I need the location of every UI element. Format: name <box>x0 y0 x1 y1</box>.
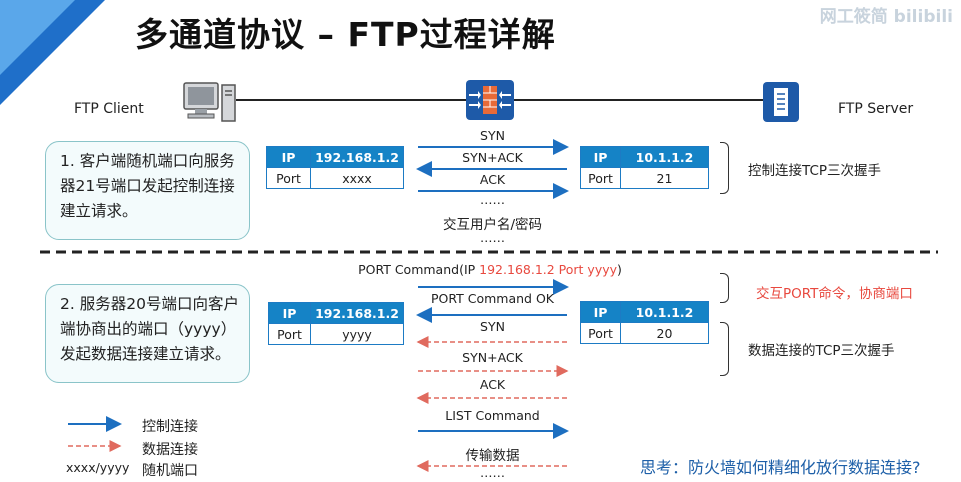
msg-data-synack: SYN+ACK <box>462 350 523 365</box>
port-header: Port <box>580 322 621 344</box>
msg-syn: SYN <box>480 128 505 143</box>
server-port-value: 21 <box>620 167 709 189</box>
msg-data-ack: ACK <box>479 377 506 392</box>
port-cmd-suffix: ) <box>617 262 622 277</box>
corner-decoration-light <box>0 0 75 75</box>
legend-data-label: 数据连接 <box>142 442 198 458</box>
client-port-value: xxxx <box>310 167 404 189</box>
server-ip-value: 10.1.1.2 <box>620 301 709 323</box>
msg-synack: SYN+ACK <box>462 150 523 165</box>
legend-random-key: xxxx/yyyy <box>66 460 130 475</box>
data-handshake-note: 数据连接的TCP三次握手 <box>748 343 895 359</box>
msg-ack: ACK <box>479 172 506 187</box>
ip-header: IP <box>580 146 621 168</box>
port-bracket <box>720 273 729 303</box>
server-icon <box>763 82 799 122</box>
computer-icon <box>183 82 236 122</box>
client-label: FTP Client <box>74 101 144 117</box>
client-ip-value: 192.168.1.2 <box>310 302 404 324</box>
server-ip-value: 10.1.1.2 <box>620 146 709 168</box>
client-ip-value: 192.168.1.2 <box>310 146 404 168</box>
port-header: Port <box>580 167 621 189</box>
client-port-value: yyyy <box>310 323 404 345</box>
ip-header: IP <box>580 301 621 323</box>
control-bracket <box>720 142 729 194</box>
step2-box: 2. 服务器20号端口向客户端协商出的端口（yyyy）发起数据连接建立请求。 <box>45 284 250 383</box>
page-title: 多通道协议 – FTP过程详解 <box>135 15 556 54</box>
legend-random-label: 随机端口 <box>142 463 198 479</box>
msg-dots1: …… <box>480 192 505 207</box>
ip-header: IP <box>266 146 311 168</box>
msg-transfer: 传输数据 <box>465 448 520 464</box>
server-port-value: 20 <box>620 322 709 344</box>
port-header: Port <box>266 167 311 189</box>
msg-data-syn: SYN <box>480 319 505 334</box>
step1-box: 1. 客户端随机端口向服务器21号端口发起控制连接建立请求。 <box>45 141 250 240</box>
port-cmd-prefix: PORT Command(IP <box>358 262 480 277</box>
msg-data-dots: …… <box>480 465 505 480</box>
think-question: 思考：防火墙如何精细化放行数据连接? <box>640 458 921 477</box>
port-header: Port <box>268 323 311 345</box>
port-cmd-highlight: 192.168.1.2 Port yyyy <box>479 262 618 277</box>
msg-auth: 交互用户名/密码 <box>442 217 543 233</box>
watermark: 网工筱简 bilibili <box>819 7 953 27</box>
server-label: FTP Server <box>838 101 914 117</box>
legend-control-label: 控制连接 <box>142 419 198 435</box>
ip-header: IP <box>268 302 311 324</box>
firewall-icon <box>466 80 514 120</box>
data-bracket <box>720 322 729 376</box>
msg-port-ok: PORT Command OK <box>430 291 555 306</box>
msg-list: LIST Command <box>445 408 540 423</box>
control-handshake-note: 控制连接TCP三次握手 <box>748 163 882 179</box>
port-negotiate-note: 交互PORT命令，协商端口 <box>756 286 913 302</box>
msg-dots2: …… <box>480 230 505 245</box>
msg-port-command: PORT Command(IP 192.168.1.2 Port yyyy) <box>340 262 640 277</box>
